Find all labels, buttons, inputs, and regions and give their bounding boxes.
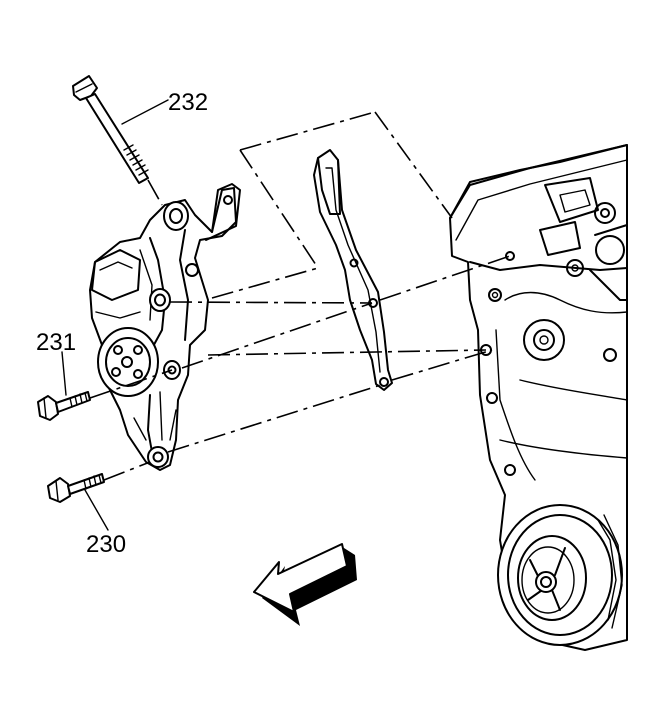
alignment-lines	[89, 111, 511, 481]
leader-lines	[61, 99, 169, 531]
bolt-230	[47, 473, 105, 503]
front-direction-arrow-icon	[253, 543, 357, 626]
accessory-bracket	[89, 183, 241, 471]
callout-232: 232	[168, 89, 208, 116]
bracket-gasket	[313, 149, 393, 391]
callout-230: 230	[86, 531, 126, 558]
bolt-231	[37, 391, 91, 421]
bolt-232	[72, 75, 149, 184]
crankshaft-balancer	[497, 504, 623, 646]
engine-front-cover	[449, 144, 628, 651]
callout-231: 231	[36, 329, 76, 356]
